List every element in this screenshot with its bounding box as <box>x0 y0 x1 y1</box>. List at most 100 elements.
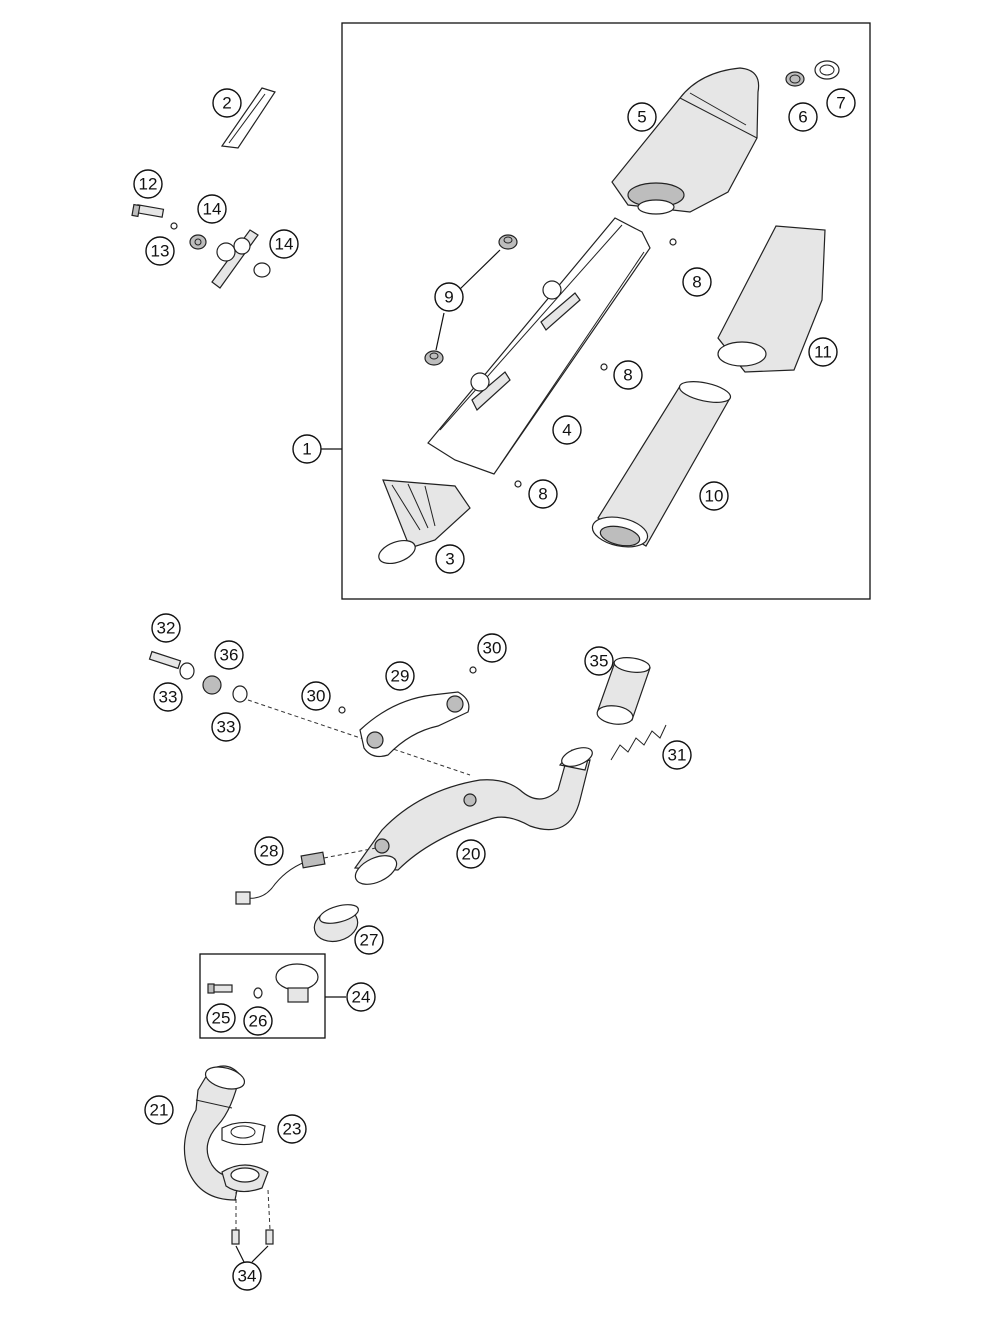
callout-11[interactable]: 11 <box>808 337 838 367</box>
svg-text:14: 14 <box>203 200 222 219</box>
callout-8c[interactable]: 8 <box>528 479 558 509</box>
grommet-part-9-top <box>498 234 518 250</box>
svg-text:11: 11 <box>814 343 832 362</box>
callout-14a[interactable]: 14 <box>197 194 227 224</box>
cap-part-7 <box>814 60 840 80</box>
washer-part-33a <box>179 662 195 680</box>
callout-6[interactable]: 6 <box>788 102 818 132</box>
callout-12[interactable]: 12 <box>133 169 163 199</box>
svg-text:32: 32 <box>157 619 176 638</box>
sleeve-part-27 <box>313 904 360 943</box>
svg-text:2: 2 <box>222 94 231 113</box>
callout-23[interactable]: 23 <box>277 1114 307 1144</box>
plug-part-6 <box>785 71 805 87</box>
callout-26[interactable]: 26 <box>243 1006 273 1036</box>
svg-text:31: 31 <box>668 746 687 765</box>
callout-28[interactable]: 28 <box>254 836 284 866</box>
washer-part-26 <box>253 987 263 999</box>
callout-13[interactable]: 13 <box>145 236 175 266</box>
bolt-part-32 <box>148 650 182 670</box>
callout-9[interactable]: 9 <box>434 282 464 312</box>
callout-5[interactable]: 5 <box>627 102 657 132</box>
svg-text:9: 9 <box>444 288 453 307</box>
svg-text:33: 33 <box>217 718 236 737</box>
svg-text:20: 20 <box>462 845 481 864</box>
grommet-part-9-bottom <box>424 350 444 366</box>
callout-10[interactable]: 10 <box>699 481 729 511</box>
clamp-kit-frame <box>199 953 326 1039</box>
callout-34[interactable]: 34 <box>232 1261 262 1291</box>
callout-32[interactable]: 32 <box>151 613 181 643</box>
svg-text:23: 23 <box>283 1120 302 1139</box>
washer-part-13 <box>170 222 178 230</box>
svg-text:27: 27 <box>360 931 379 950</box>
callout-30b[interactable]: 30 <box>477 633 507 663</box>
sleeve-part-11 <box>717 225 826 373</box>
svg-text:4: 4 <box>562 421 571 440</box>
rubber-part-14b <box>253 262 271 278</box>
svg-text:29: 29 <box>391 667 410 686</box>
callout-24[interactable]: 24 <box>346 982 376 1012</box>
svg-text:5: 5 <box>637 108 646 127</box>
callout-3[interactable]: 3 <box>435 544 465 574</box>
callout-4[interactable]: 4 <box>552 415 582 445</box>
manifold-pipe-part-21 <box>183 1065 246 1201</box>
svg-text:8: 8 <box>623 366 632 385</box>
callout-7[interactable]: 7 <box>826 88 856 118</box>
svg-text:7: 7 <box>836 94 845 113</box>
clamp-part-24 <box>275 963 319 1003</box>
svg-text:1: 1 <box>302 440 311 459</box>
callout-33a[interactable]: 33 <box>153 682 183 712</box>
callout-25[interactable]: 25 <box>206 1003 236 1033</box>
screw-part-8c <box>514 480 522 488</box>
svg-text:8: 8 <box>538 485 547 504</box>
callout-29[interactable]: 29 <box>385 661 415 691</box>
svg-text:24: 24 <box>352 988 371 1007</box>
svg-text:28: 28 <box>260 842 279 861</box>
callout-35[interactable]: 35 <box>584 646 614 676</box>
heat-shield-part-29 <box>359 691 470 758</box>
callout-8b[interactable]: 8 <box>613 360 643 390</box>
flange-part <box>221 1164 269 1193</box>
rubber-part-14a <box>189 234 207 250</box>
stud-part-34b <box>265 1189 274 1245</box>
washer-part-33b <box>232 685 248 703</box>
svg-text:3: 3 <box>445 550 454 569</box>
callout-8a[interactable]: 8 <box>682 267 712 297</box>
end-cap-part <box>611 67 760 215</box>
svg-text:13: 13 <box>151 242 170 261</box>
screw-part-8b <box>600 363 608 371</box>
svg-text:30: 30 <box>307 687 326 706</box>
front-pipe-part-20 <box>353 747 593 885</box>
callout-36[interactable]: 36 <box>214 640 244 670</box>
callout-31[interactable]: 31 <box>662 740 692 770</box>
callout-21[interactable]: 21 <box>144 1095 174 1125</box>
sleeve-part-35 <box>596 657 651 725</box>
svg-text:25: 25 <box>212 1009 231 1028</box>
callout-27[interactable]: 27 <box>354 925 384 955</box>
screw-part-8a <box>669 238 677 246</box>
spring-part-31 <box>610 724 667 761</box>
svg-text:26: 26 <box>249 1012 268 1031</box>
muffler-assembly-frame <box>341 22 871 600</box>
svg-text:21: 21 <box>150 1101 169 1120</box>
svg-text:8: 8 <box>692 273 701 292</box>
callout-33b[interactable]: 33 <box>211 712 241 742</box>
bolt-part-25 <box>207 983 233 994</box>
svg-text:12: 12 <box>139 175 158 194</box>
svg-text:36: 36 <box>220 646 239 665</box>
bracket-part <box>211 229 259 289</box>
bolt-part-12 <box>131 203 165 218</box>
inlet-cone-part-3 <box>378 479 471 565</box>
rubber-part-36 <box>202 675 222 695</box>
callout-20[interactable]: 20 <box>456 839 486 869</box>
callout-14b[interactable]: 14 <box>269 229 299 259</box>
callout-2[interactable]: 2 <box>212 88 242 118</box>
screw-part-30a <box>338 706 346 714</box>
callout-1[interactable]: 1 <box>292 434 322 464</box>
svg-text:10: 10 <box>705 487 724 506</box>
heat-shield-part-2 <box>220 87 276 149</box>
callout-30a[interactable]: 30 <box>301 681 331 711</box>
sensor-part-28 <box>235 847 377 905</box>
svg-text:6: 6 <box>798 108 807 127</box>
